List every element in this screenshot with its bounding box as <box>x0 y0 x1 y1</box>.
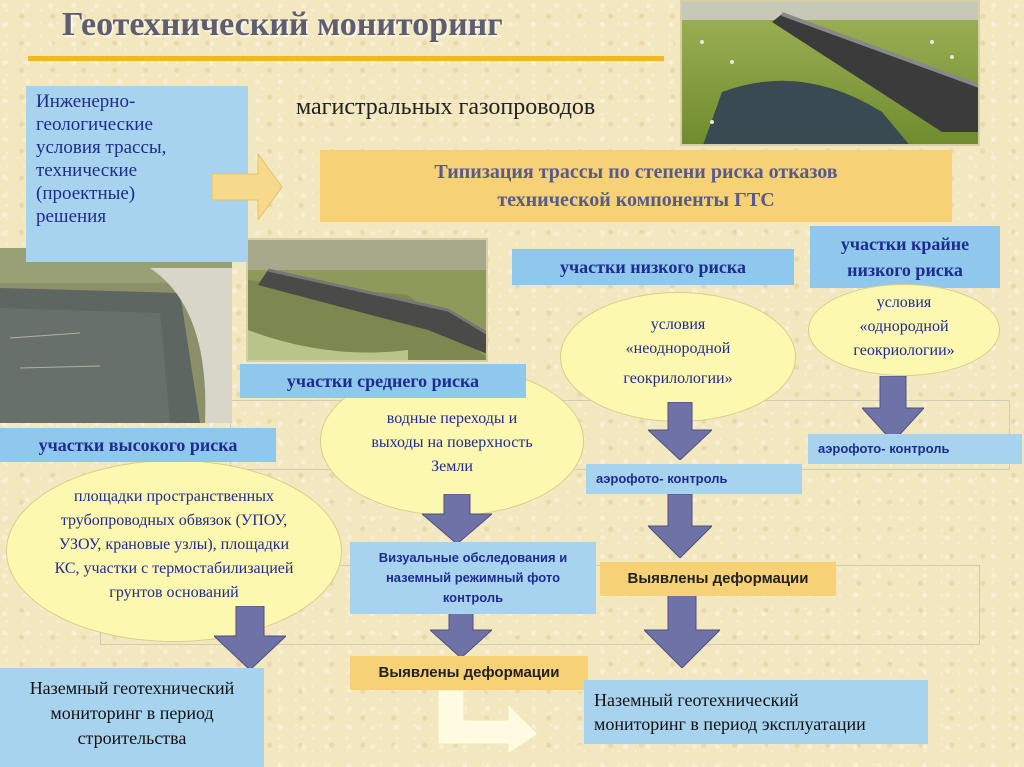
deformations-right-box: Выявлены деформации <box>600 562 836 596</box>
photo-water-crossing <box>0 248 232 423</box>
visual-line: наземный режимный фото <box>385 570 561 585</box>
condition-line: УЗОУ, крановые узлы), площадки <box>58 536 290 553</box>
input-line: геологические <box>36 114 153 135</box>
very-low-risk-line: участки крайне <box>840 234 970 254</box>
photo-pipeline-swamp <box>680 0 980 146</box>
arrow-down-icon <box>648 402 712 460</box>
deformations-center-box: Выявлены деформации <box>350 656 588 690</box>
arrow-right-icon <box>212 154 282 220</box>
typization-box: Типизация трассы по степени риска отказо… <box>320 150 952 222</box>
visual-inspection-box: Визуальные обследования и наземный режим… <box>350 542 596 614</box>
medium-risk-label: участки среднего риска <box>240 364 526 398</box>
low-risk-label: участки низкого риска <box>512 249 794 285</box>
high-risk-conditions-ellipse: площадки пространственных трубопроводных… <box>6 460 342 642</box>
arrow-down-icon <box>644 594 720 668</box>
title-underline <box>28 56 664 61</box>
visual-line: Визуальные обследования и <box>378 550 568 565</box>
arrow-down-icon <box>648 494 712 558</box>
input-line: решения <box>36 206 107 227</box>
photo-pipeline-ravine <box>246 238 488 362</box>
very-low-risk-line: низкого риска <box>847 260 963 280</box>
typization-line: технической компоненты ГТС <box>497 189 775 211</box>
low-risk-conditions-ellipse: условия «неоднородной геокрилологии» <box>560 292 796 422</box>
condition-line: геокриологии» <box>853 342 955 359</box>
high-risk-label: участки высокого риска <box>0 428 276 462</box>
construction-monitoring-box: Наземный геотехнический мониторинг в пер… <box>0 668 264 767</box>
output-line: мониторинг в период эксплуатации <box>594 714 866 734</box>
condition-line: условия <box>876 294 932 311</box>
page-subtitle: магистральных газопроводов <box>296 94 596 120</box>
output-line: мониторинг в период <box>50 703 214 723</box>
input-line: Инженерно- <box>36 91 136 112</box>
input-conditions-box: Инженерно- геологические условия трассы,… <box>26 86 248 262</box>
very-low-risk-label: участки крайне низкого риска <box>810 226 1000 288</box>
condition-line: геокрилологии» <box>623 370 733 387</box>
condition-line: условия <box>650 316 706 333</box>
visual-line: контроль <box>442 590 504 605</box>
condition-line: «неоднородной <box>625 340 731 357</box>
condition-line: водные переходы и <box>386 410 518 427</box>
operation-monitoring-box: Наземный геотехнический мониторинг в пер… <box>584 680 928 744</box>
condition-line: площадки пространственных <box>74 488 274 505</box>
condition-line: «однородной <box>859 318 949 335</box>
aerial-control-very-low-box: аэрофото- контроль <box>808 434 1022 464</box>
input-line: технические <box>36 160 138 181</box>
output-line: Наземный геотехнический <box>594 690 799 710</box>
output-line: Наземный геотехнический <box>29 678 235 698</box>
page-title: Геотехнический мониторинг <box>62 6 503 43</box>
input-line: условия трассы, <box>36 137 167 158</box>
condition-line: трубопроводных обвязок (УПОУ, <box>60 512 288 529</box>
very-low-risk-conditions-ellipse: условия «однородной геокриологии» <box>808 284 1000 376</box>
arrow-down-icon <box>430 612 492 658</box>
condition-line: Земли <box>431 458 473 475</box>
output-line: строительства <box>77 728 187 748</box>
aerial-control-low-box: аэрофото- контроль <box>586 464 802 494</box>
input-line: (проектные) <box>36 183 136 204</box>
condition-line: выходы на поверхность <box>371 434 533 451</box>
arrow-down-icon <box>422 494 492 544</box>
typization-line: Типизация трассы по степени риска отказо… <box>434 161 838 183</box>
arrow-right-icon <box>438 690 538 754</box>
condition-line: КС, участки с термостабилизацией <box>54 560 294 577</box>
arrow-down-icon <box>214 606 286 670</box>
arrow-down-icon <box>862 376 924 442</box>
condition-line: грунтов оснований <box>109 584 239 601</box>
